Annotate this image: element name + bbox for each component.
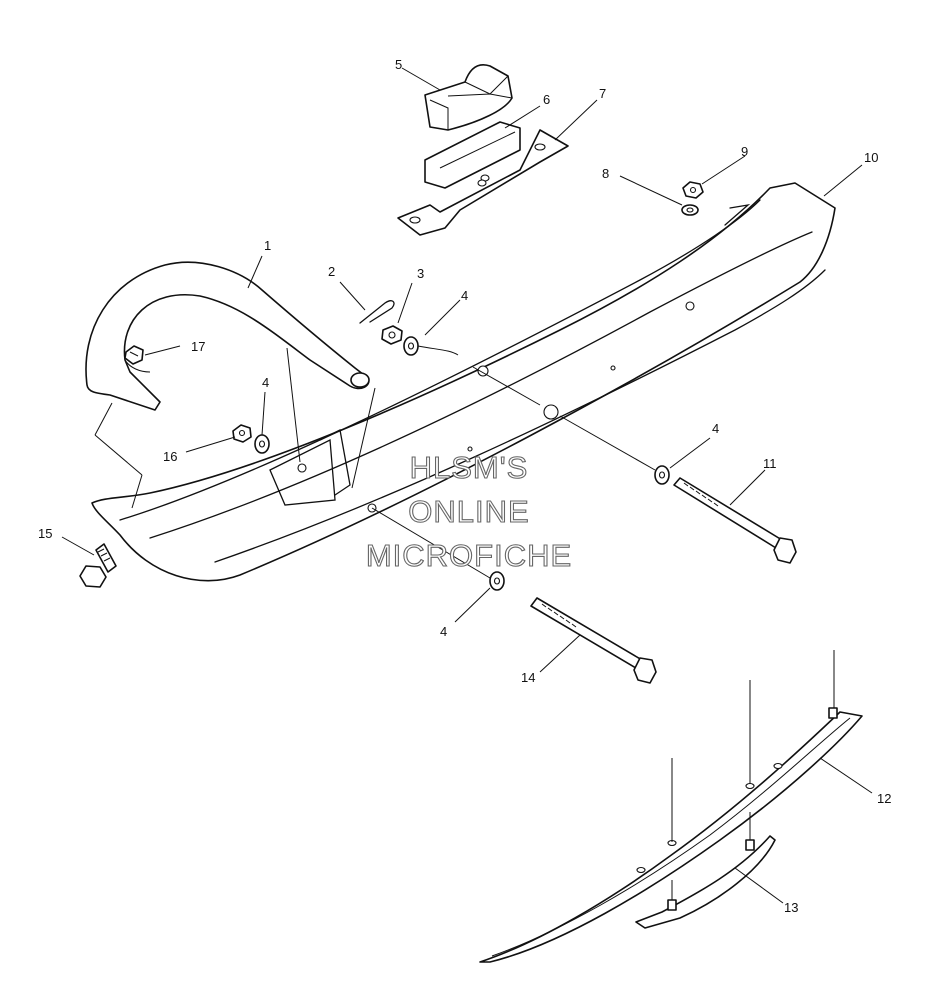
part-17-clip-nut (124, 345, 144, 365)
callout-5: 5 (395, 57, 402, 72)
callout-3: 3 (417, 266, 424, 281)
callout-16: 16 (163, 449, 177, 464)
callout-1: 1 (264, 238, 271, 253)
callout-4: 4 (440, 624, 447, 639)
callout-13: 13 (784, 900, 798, 915)
watermark-line-2: ONLINE (408, 494, 529, 529)
part-10-ski-body (91, 182, 836, 582)
callout-7: 7 (599, 86, 606, 101)
watermark-line-1: HLSM'S (410, 450, 529, 485)
part-2-cotter-pin (359, 300, 395, 324)
part-4-washer-right (654, 465, 670, 485)
callout-14: 14 (521, 670, 535, 685)
callout-12: 12 (877, 791, 891, 806)
part-13-carbide (635, 812, 776, 929)
callout-6: 6 (543, 92, 550, 107)
part-4-washer-lower (489, 571, 505, 591)
watermark: HLSM'S ONLINE MICROFICHE (365, 449, 572, 573)
part-6-channel-bracket (424, 121, 521, 189)
callout-2: 2 (328, 264, 335, 279)
part-14-bolt (530, 597, 657, 684)
callout-15: 15 (38, 526, 52, 541)
callout-4: 4 (461, 288, 468, 303)
part-12-wear-bar (479, 650, 863, 963)
part-1-handle (85, 261, 376, 489)
watermark-line-3: MICROFICHE (366, 538, 572, 573)
part-16-nut (232, 424, 252, 443)
callout-9: 9 (741, 144, 748, 159)
callout-8: 8 (602, 166, 609, 181)
part-3-nut (381, 325, 403, 345)
part-15-bolt (79, 543, 117, 588)
callout-17: 17 (191, 339, 205, 354)
callout-10: 10 (864, 150, 878, 165)
leader-lines (61, 67, 873, 904)
part-7-mounting-plate (397, 129, 569, 236)
part-4-washer-left (254, 434, 270, 454)
part-4-washer-upper (403, 336, 459, 356)
part-9-nut (682, 181, 704, 199)
callout-4: 4 (262, 375, 269, 390)
part-5-saddle-block (424, 64, 513, 131)
part-8-washer (681, 204, 699, 216)
callout-labels: 1 2 3 4 4 4 4 5 6 7 8 9 10 11 12 13 14 1… (38, 57, 891, 915)
callout-4: 4 (712, 421, 719, 436)
callout-11: 11 (763, 456, 777, 471)
part-11-bolt (673, 477, 797, 564)
